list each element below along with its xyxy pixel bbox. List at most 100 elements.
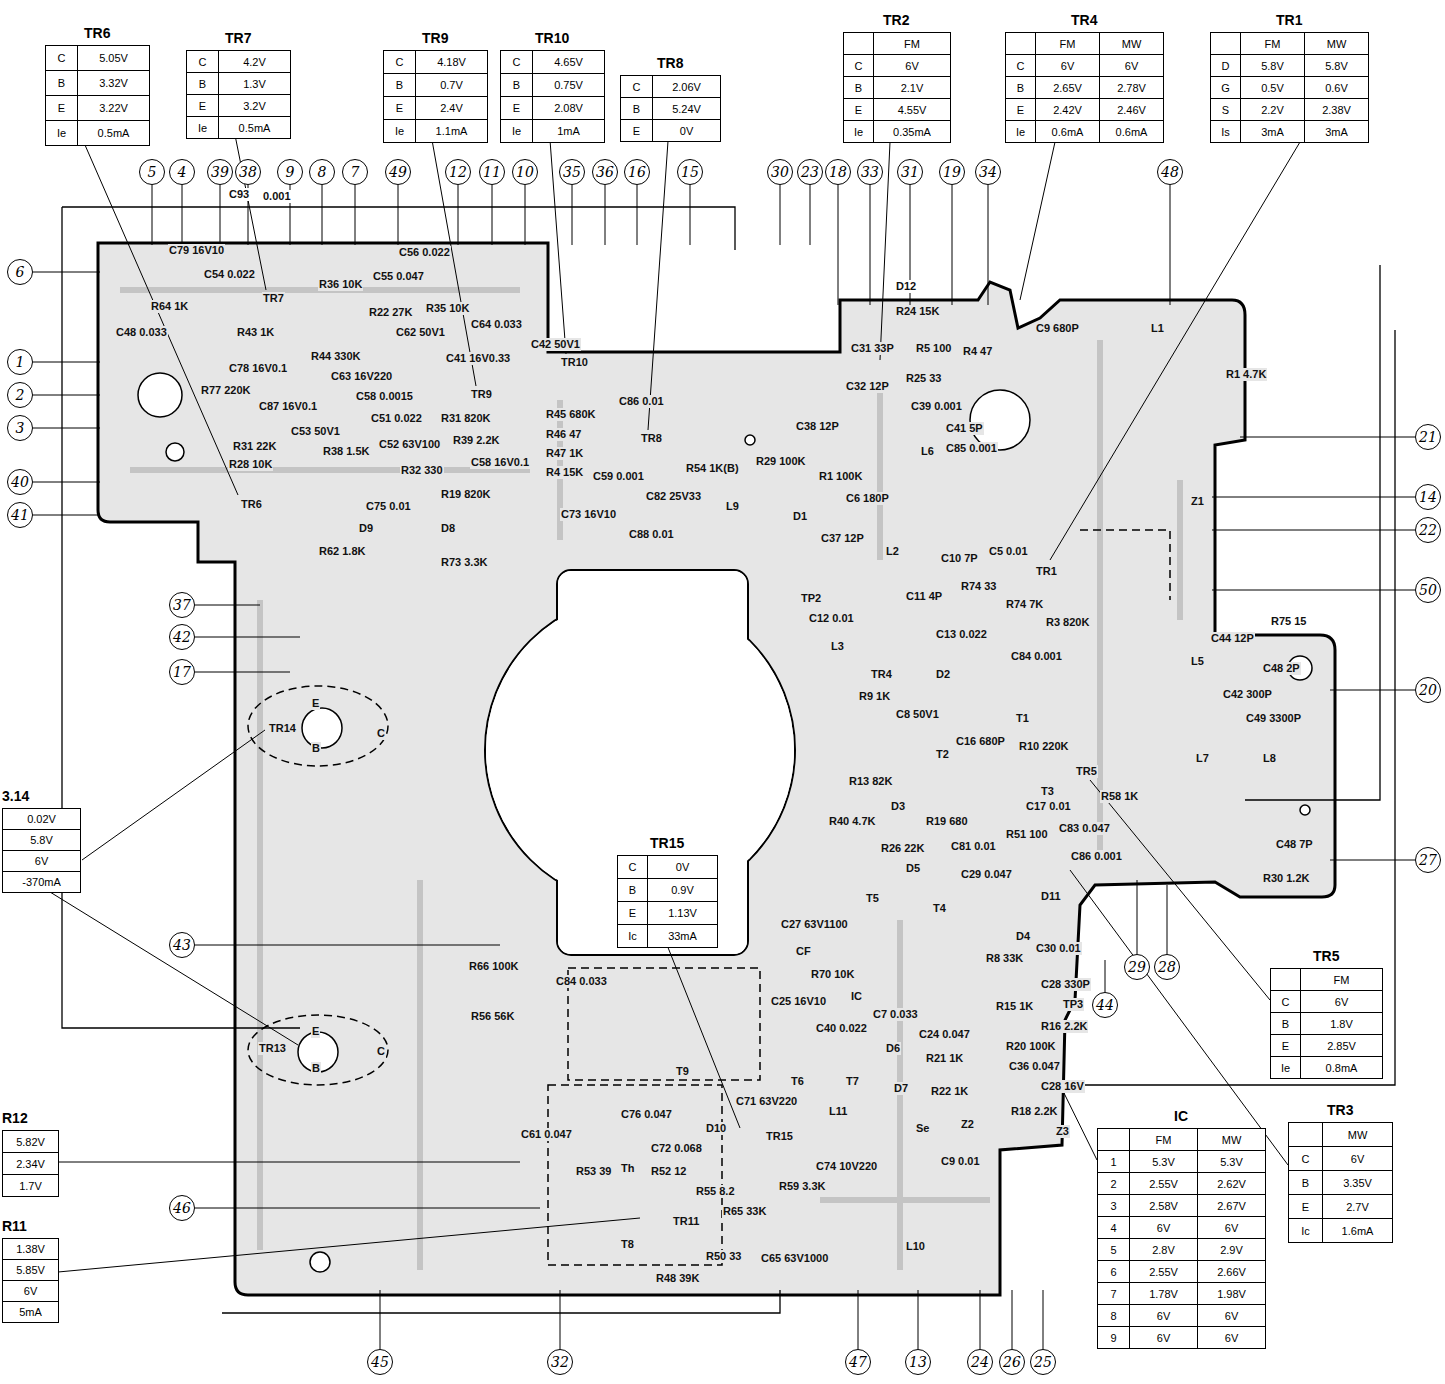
callout-number: 11 [483,164,501,180]
cell-value: FM [1156,1134,1172,1146]
table-title: TR6 [84,25,110,41]
cell-value: 1.1mA [436,125,468,137]
component-label: R1 4.7K [1225,368,1267,381]
cell-value: FM [1265,38,1281,50]
component-label: D5 [905,862,921,875]
component-label: C88 0.01 [628,528,675,541]
callout-circle: 47 [845,1349,871,1375]
component-label: TR5 [1075,765,1098,778]
cell-value: 0.8mA [1326,1062,1358,1074]
cell-value: Ie [512,125,521,137]
table-cell: 5.05V [77,45,150,71]
component-label: C5 0.01 [988,545,1029,558]
table-cell: 2.42V [1035,98,1100,121]
component-label: R70 10K [810,968,855,981]
table-cell: 2.67V [1197,1194,1266,1217]
callout-number: 40 [11,474,29,490]
callout-circle: 31 [897,159,923,185]
voltage-table: TR3MWC6VB3.35VE2.7VIc1.6mA [1288,1122,1393,1243]
callout-number: 34 [979,164,997,180]
table-cell: 0.35mA [873,120,951,143]
cell-value: D [1222,60,1230,72]
table-title: TR2 [883,12,909,28]
cell-value: FM [904,38,920,50]
cell-value: 6V [1225,1332,1238,1344]
cell-value: 6V [35,855,48,867]
callout-circle: 20 [1415,677,1441,703]
cell-value: Ie [395,125,404,137]
cell-value: 5.8V [1325,60,1348,72]
component-label: R43 1K [236,326,275,339]
table-cell: 2 [1097,1172,1130,1195]
cell-value: 33mA [668,930,697,942]
callout-circle: 10 [512,159,538,185]
cell-value: B [1282,1018,1289,1030]
component-label: C79 16V10 [168,244,225,257]
component-label: T8 [620,1238,635,1251]
table-cell: 2.46V [1099,98,1164,121]
callout-number: 39 [211,164,229,180]
component-label: R54 1K(B) [685,462,740,475]
component-label: C7 0.033 [872,1008,919,1021]
component-label: C39 0.001 [910,400,963,413]
table-cell [1005,32,1036,55]
component-label: R30 1.2K [1262,872,1310,885]
callout-circle: 9 [277,159,303,185]
table-cell: 2.66V [1197,1260,1266,1283]
callout-circle: 34 [975,159,1001,185]
component-label: C65 63V1000 [760,1252,829,1265]
component-label: C11 4P [905,590,943,603]
cell-value: 5.3V [1152,1156,1175,1168]
callout-circle: 36 [592,159,618,185]
component-label: C17 0.01 [1025,800,1072,813]
callout-number: 33 [861,164,879,180]
callout-circle: 41 [7,502,33,528]
component-label: IC [850,990,863,1003]
component-label: C75 0.01 [365,500,412,513]
component-label: CF [795,945,812,958]
table-cell: MW [1304,32,1369,55]
voltage-table: TR1FMMWD5.8V5.8VG0.5V0.6VS2.2V2.38VIs3mA… [1210,32,1369,143]
table-cell: E [383,96,416,120]
table-cell: 33mA [647,924,718,948]
cell-value: 6V [1351,1153,1364,1165]
table-cell: B [1005,76,1036,99]
table-cell: Ie [843,120,874,143]
component-label: C83 0.047 [1058,822,1111,835]
callout-circle: 26 [999,1349,1025,1375]
table-title: TR10 [535,30,569,46]
cell-value: 2.66V [1217,1266,1246,1278]
table-cell: 1.13V [647,901,718,925]
table-cell: 1.7V [2,1174,59,1197]
cell-value: C [58,52,66,64]
callout-circle: 37 [169,592,195,618]
component-label: TP2 [800,592,822,605]
callout-number: 26 [1003,1354,1021,1370]
component-label: T2 [935,748,950,761]
table-cell: B [500,73,533,97]
callout-number: 8 [318,164,327,180]
cell-value: 3mA [1325,126,1348,138]
callout-number: 3 [16,420,25,436]
table-cell: 2.65V [1035,76,1100,99]
table-cell: D [1210,54,1241,77]
callout-number: 45 [371,1354,389,1370]
table-title: R11 [2,1218,27,1234]
callout-circle: 14 [1415,484,1441,510]
table-cell: B [186,72,219,95]
component-label: R26 22K [880,842,925,855]
cell-value: Ie [57,127,66,139]
table-cell: 5mA [2,1301,59,1323]
table-cell: 1.38V [2,1238,59,1260]
component-label: D9 [358,522,374,535]
callout-number: 37 [173,597,191,613]
callout-number: 25 [1034,1354,1052,1370]
component-label: C37 12P [820,532,865,545]
table-cell: C [500,50,533,74]
component-label: R21 1K [925,1052,964,1065]
cell-value: B [1302,1177,1309,1189]
cell-value: 4.2V [243,56,266,68]
component-label: R31 820K [440,412,492,425]
cell-value: C [396,56,404,68]
